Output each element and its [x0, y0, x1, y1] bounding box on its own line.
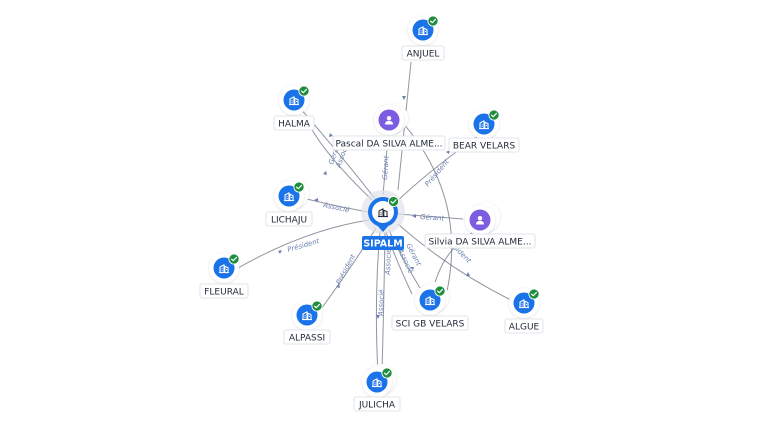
arrow-julicha — [376, 315, 380, 319]
arrow-algue — [466, 272, 470, 276]
edge-label-julicha: Associé — [377, 289, 386, 317]
check-badge-icon — [434, 285, 446, 297]
node-label: ALPASSI — [289, 334, 325, 344]
node-label-box — [199, 283, 249, 299]
node-algue[interactable]: ALGUE — [504, 288, 544, 334]
edge-algue[interactable] — [397, 223, 514, 302]
node-label: Silvia DA SILVA ALME... — [429, 238, 532, 248]
arrow-halma — [329, 133, 333, 137]
node-sci-gb-velars[interactable]: SCI GB VELARS — [391, 282, 469, 331]
node-label: LICHAJU — [271, 216, 307, 226]
edge-label-silvia: Gérant — [420, 213, 445, 223]
node-label: BEAR VELARS — [453, 142, 516, 152]
edge-label-julicha2: Associé — [384, 248, 393, 276]
node-label-box — [332, 135, 446, 151]
center-label-box — [362, 236, 404, 250]
edge-anjuel[interactable] — [397, 61, 412, 191]
check-badge-icon — [427, 15, 439, 27]
center-label: SIPALM — [363, 239, 402, 250]
edge-label-bear: Président — [423, 158, 450, 189]
node-alpassi[interactable]: ALPASSI — [283, 300, 331, 345]
node-sipalm-center[interactable]: SIPALM — [361, 190, 405, 250]
node-label-box — [504, 318, 544, 334]
check-badge-icon — [298, 85, 310, 97]
node-pascal[interactable]: Pascal DA SILVA ALME... — [332, 103, 446, 151]
arrow-lichaju — [314, 198, 318, 202]
node-anjuel[interactable]: ANJUEL — [401, 15, 445, 61]
check-badge-icon — [293, 181, 305, 193]
arrow-silvia — [412, 214, 416, 218]
check-badge-icon — [488, 109, 500, 121]
node-label-box — [273, 115, 315, 131]
node-label-box — [424, 233, 536, 249]
check-badge-icon — [311, 300, 323, 312]
check-badge-icon — [388, 196, 399, 207]
edge-fleural[interactable] — [237, 219, 370, 269]
arrow-alpassi — [336, 284, 340, 288]
arrow-fleural — [278, 250, 282, 254]
node-label: HALMA — [278, 120, 311, 130]
node-silvia[interactable]: Silvia DA SILVA ALME... — [424, 202, 536, 249]
check-badge-icon — [381, 367, 393, 379]
node-label-box — [353, 396, 401, 412]
edge-label-lichaju: Associé — [322, 201, 351, 215]
node-label: SCI GB VELARS — [396, 320, 465, 330]
node-halma[interactable]: HALMA — [273, 85, 315, 131]
node-label-box — [448, 137, 520, 153]
check-badge-icon — [228, 253, 240, 265]
arrow-halma2 — [323, 171, 327, 175]
node-label: ALGUE — [509, 323, 540, 333]
node-bear-velars[interactable]: BEAR VELARS — [448, 109, 520, 153]
edge-label-fleural: Président — [286, 237, 320, 254]
node-fleural[interactable]: FLEURAL — [199, 253, 249, 299]
node-lichaju[interactable]: LICHAJU — [265, 178, 313, 227]
edge-silvia[interactable] — [397, 213, 464, 220]
node-label: Pascal DA SILVA ALME... — [335, 140, 442, 150]
check-badge-icon — [528, 288, 540, 300]
node-label: ANJUEL — [407, 50, 440, 60]
node-julicha[interactable]: JULICHA — [353, 364, 401, 412]
node-label: FLEURAL — [204, 288, 244, 298]
edge-scigb[interactable] — [388, 229, 421, 289]
arrow-scigb — [410, 267, 414, 270]
node-label: JULICHA — [358, 401, 396, 411]
node-label-box — [401, 45, 445, 61]
node-label-box — [265, 211, 313, 227]
arrow-anjuel — [402, 96, 406, 100]
node-label-box — [391, 315, 469, 331]
edge-label-pascal: Gérant — [381, 155, 391, 180]
node-label-box — [283, 329, 331, 345]
edge-label-alpassi: Président — [335, 253, 358, 286]
